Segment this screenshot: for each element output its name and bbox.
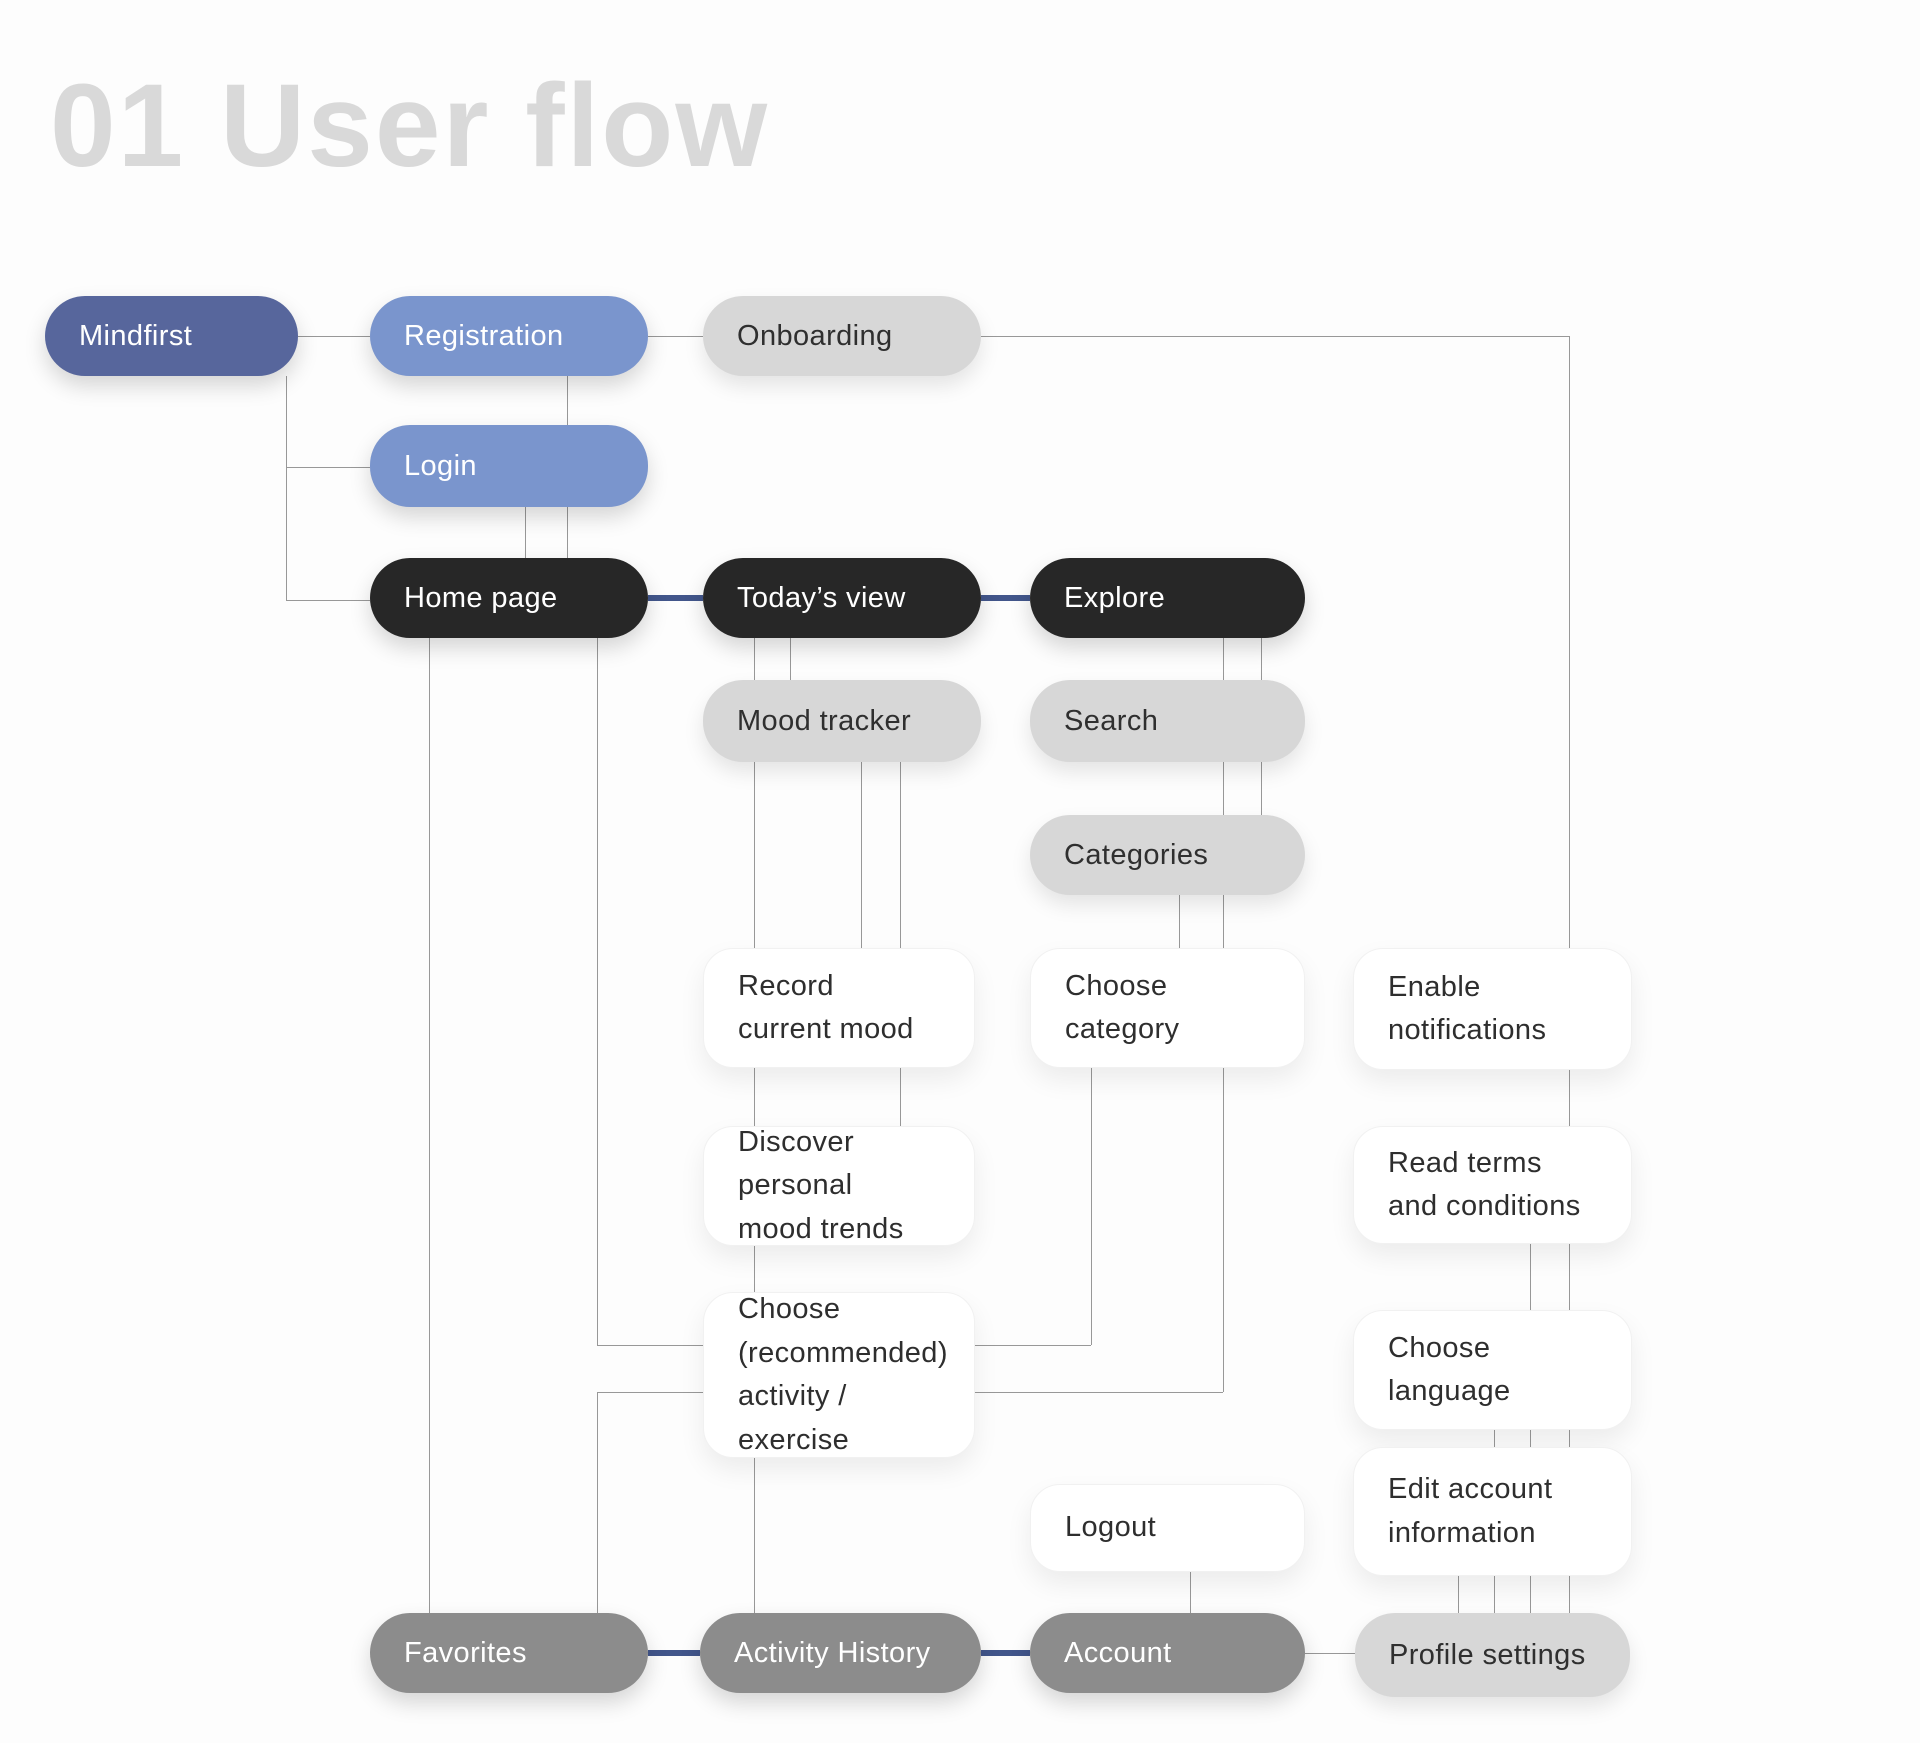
mindfirst-to-login-connector	[286, 467, 370, 468]
node-enable-notifications: Enable notifications	[1353, 948, 1632, 1070]
favorites-to-activity-history-connector	[648, 1650, 700, 1656]
node-account: Account	[1030, 1613, 1305, 1693]
node-read-terms: Read terms and conditions	[1353, 1126, 1632, 1244]
node-record-mood: Record current mood	[703, 948, 975, 1068]
todays-view-to-explore-connector	[981, 595, 1030, 601]
node-search: Search	[1030, 680, 1305, 762]
node-todays-view: Today’s view	[703, 558, 981, 638]
registration-to-onboarding-connector	[648, 336, 703, 337]
home-to-favorites-connector	[429, 638, 430, 1613]
todays-view-main-bus-connector	[754, 638, 755, 1613]
favorites-rail-drop-connector	[597, 1392, 598, 1613]
moodtracker-to-discover-connector	[900, 762, 901, 1126]
node-registration: Registration	[370, 296, 648, 376]
node-logout: Logout	[1030, 1484, 1305, 1572]
home-drop-left-connector	[597, 638, 598, 1345]
onboarding-to-right-rail-connector	[981, 336, 1569, 337]
node-choose-language: Choose language	[1353, 1310, 1632, 1430]
todays-view-to-moodtracker-connector	[790, 638, 791, 680]
node-mood-tracker: Mood tracker	[703, 680, 981, 762]
mindfirst-to-registration-connector	[298, 336, 370, 337]
node-activity-history: Activity History	[700, 1613, 981, 1693]
node-onboarding: Onboarding	[703, 296, 981, 376]
node-choose-activity: Choose (recommended) activity / exercise	[703, 1292, 975, 1458]
categories-to-choose-cat-connector	[1179, 895, 1180, 948]
page-title: 01 User flow	[50, 60, 770, 192]
node-edit-account: Edit account information	[1353, 1447, 1632, 1576]
node-profile-settings: Profile settings	[1355, 1613, 1630, 1697]
node-discover-trends: Discover personal mood trends	[703, 1126, 975, 1246]
node-explore: Explore	[1030, 558, 1305, 638]
moodtracker-to-record-connector	[861, 762, 862, 948]
choose-cat-drop-connector	[1091, 1068, 1092, 1345]
node-favorites: Favorites	[370, 1613, 648, 1693]
home-to-todays-view-connector	[648, 595, 703, 601]
edit-to-profile-connector	[1458, 1576, 1459, 1613]
node-choose-category: Choose category	[1030, 948, 1305, 1068]
login-to-home-connector	[525, 507, 526, 558]
activity-history-to-account-connector	[981, 1650, 1030, 1656]
node-categories: Categories	[1030, 815, 1305, 895]
node-login: Login	[370, 425, 648, 507]
node-home-page: Home page	[370, 558, 648, 638]
node-mindfirst: Mindfirst	[45, 296, 298, 376]
account-to-profile-connector	[1305, 1653, 1355, 1654]
logout-to-account-connector	[1190, 1572, 1191, 1613]
mindfirst-to-home-connector	[286, 600, 370, 601]
mindfirst-drop-connector	[286, 376, 287, 600]
